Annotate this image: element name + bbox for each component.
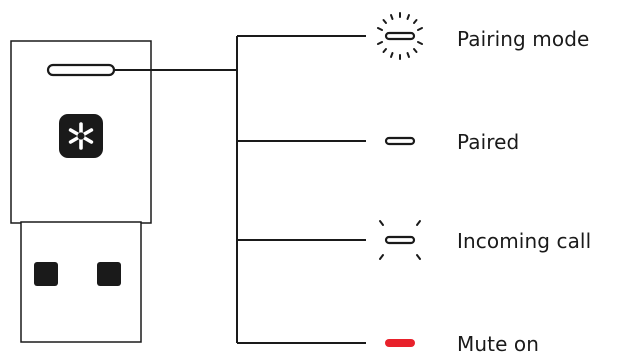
state-label-incoming-call: Incoming call xyxy=(457,229,592,253)
state-label-paired: Paired xyxy=(457,130,520,154)
mute-on-indicator-icon xyxy=(385,339,415,347)
blink-rays-icon xyxy=(379,220,421,260)
paired-indicator-icon xyxy=(384,136,416,146)
usb-contact-left xyxy=(34,262,58,286)
state-label-mute-on: Mute on xyxy=(457,332,540,356)
blink-rays-icon xyxy=(377,12,423,60)
usb-contact-right xyxy=(97,262,121,286)
pairing-mode-indicator-icon xyxy=(377,12,423,60)
usb-dongle xyxy=(10,40,152,343)
connector-lines xyxy=(114,35,366,344)
bluetooth-icon xyxy=(59,114,103,158)
state-label-pairing-mode: Pairing mode xyxy=(457,27,590,51)
dongle-led xyxy=(46,63,116,77)
incoming-call-indicator-icon xyxy=(379,220,421,260)
